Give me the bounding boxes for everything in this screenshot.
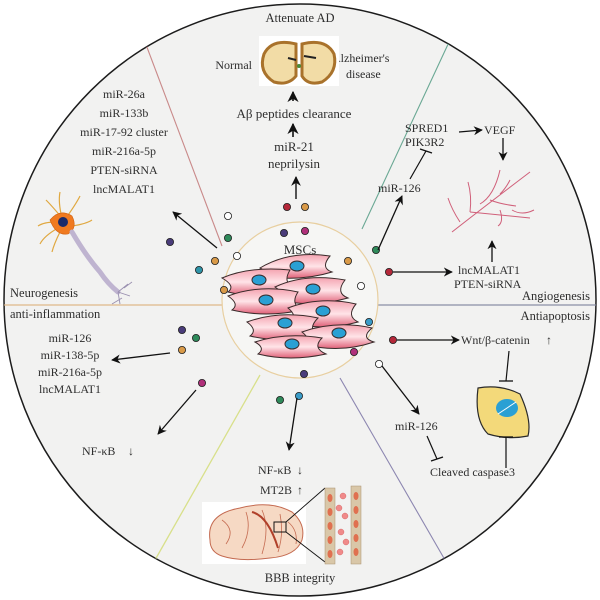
pik3r2-label: PIK3R2 [405,135,444,149]
exosome-dot [388,335,397,344]
alzheimers-label-line1: Alzheimer's [332,51,390,65]
arrow-to-vegf [458,126,483,136]
mir126-inflam-label: miR-126 [49,331,92,345]
exosome-dot [210,256,219,265]
lncmalat1-inflam-label: lncMALAT1 [39,382,101,396]
inhibit-bar [430,456,444,462]
exosome-dot [299,369,308,378]
nfkb-bbb-label: NF-κB [258,463,291,477]
msc-cell [253,335,328,359]
inhibit-wnt-cell [505,350,510,382]
msc-label: MSCs [284,242,317,257]
arrow-to-nfkb-inflam [157,389,197,435]
mt2b-label: MT2B [260,483,292,497]
sector-title-anti-inflammation: anti-inflammation [10,307,101,321]
arrow-to-inflam-mirs [111,352,171,364]
normal-label: Normal [215,58,252,72]
exosome-dot [223,233,232,242]
mir17-92-label: miR-17-92 cluster [80,125,168,139]
divider-neuro-ad [144,41,223,247]
sector-title-neurogenesis: Neurogenesis [10,286,78,300]
lncmalat1-angio-label: lncMALAT1 [458,263,520,277]
spred1-label: SPRED1 [405,121,448,135]
inhibit-spred1 [409,150,427,180]
inhibit-caspase [426,435,438,460]
brain-lateral-icon [202,502,306,564]
mir126-apopt-label: miR-126 [395,419,438,433]
nfkb-inflam-down-arrow: ↓ [128,444,134,458]
msc-cell [226,288,304,315]
mir138-label: miR-138-5p [41,348,100,362]
exosome-dot [177,325,186,334]
mir21-label: miR-21 [274,139,314,154]
exosome-dot [349,347,358,356]
sector-title-bbb: BBB integrity [265,571,336,585]
mir216a-neuro-label: miR-216a-5p [92,144,156,158]
cleaved-caspase3-label: Cleaved caspase3 [430,465,515,479]
exosome-dot [343,256,352,265]
exosome-dot [300,226,309,235]
exosome-dot [279,228,288,237]
exosome-dot [191,333,200,342]
exosome-dot [197,378,206,387]
exosome-dot [294,391,303,400]
mir133b-label: miR-133b [100,106,149,120]
vegf-label: VEGF [484,123,516,137]
exosome-dot [364,317,373,326]
divider-ad-angio [361,39,451,230]
exosome-dot [194,265,203,274]
sector-title-angiogenesis: Angiogenesis [522,289,590,303]
exosome-dot [223,211,232,220]
pten-sirna-neuro-label: PTEN-siRNA [90,163,158,177]
pten-sirna-angio-label: PTEN-siRNA [454,277,522,291]
exosome-dot [232,251,241,260]
blood-vessel-wall-icon [324,485,362,565]
exosome-dot [165,237,174,246]
sector-dividers [4,39,596,561]
exosome-dots [165,202,397,404]
exosome-dot [356,281,365,290]
wnt-label: Wnt/β-catenin [461,333,530,347]
sector-title-attenuate-ad: Attenuate AD [265,11,334,25]
divider-apopt-bbb [339,377,446,561]
mir26a-label: miR-26a [103,87,146,101]
zoom-line-top [285,487,326,523]
exosome-dot [219,285,228,294]
inhibit-bar [419,148,433,154]
exosome-dot [371,245,380,254]
exosome-dot [275,395,284,404]
brain-coronal-section-icon [259,36,339,86]
msc-cell [245,314,322,341]
alzheimers-label-line2: disease [346,67,381,81]
arrow-to-mir126-apopt [381,365,420,415]
apoptotic-cell-icon [476,386,530,439]
mir216a-inflam-label: miR-216a-5p [38,365,102,379]
neuron-icon [37,191,133,305]
exosome-dot [177,345,186,354]
exosome-dot [300,202,309,211]
exosome-dot [384,267,393,276]
sector-title-antiapoptosis: Antiapoptosis [521,309,591,323]
arrow-to-mir126-angio [377,195,403,251]
nfkb-bbb-down-arrow: ↓ [297,463,303,477]
msc-cells [220,254,376,359]
exosome-dot [374,359,383,368]
mir126-angio-label: miR-126 [378,181,421,195]
lncmalat1-neuro-label: lncMALAT1 [93,182,155,196]
divider-bbb-inflam [154,374,261,561]
arrow-to-nfkb-bbb [285,397,298,451]
exosome-dot [282,202,291,211]
neprilysin-label: neprilysin [268,156,320,171]
zoom-line-bottom [285,531,326,563]
msc-cell [300,324,376,350]
mt2b-up-arrow: ↑ [297,483,303,497]
abeta-clearance-label: Aβ peptides clearance [237,106,352,121]
arrow-to-neuro-mirs [172,211,218,249]
nfkb-inflam-label: NF-κB [82,444,115,458]
blood-vessel-icon [447,169,535,233]
wnt-up-arrow: ↑ [546,333,552,347]
